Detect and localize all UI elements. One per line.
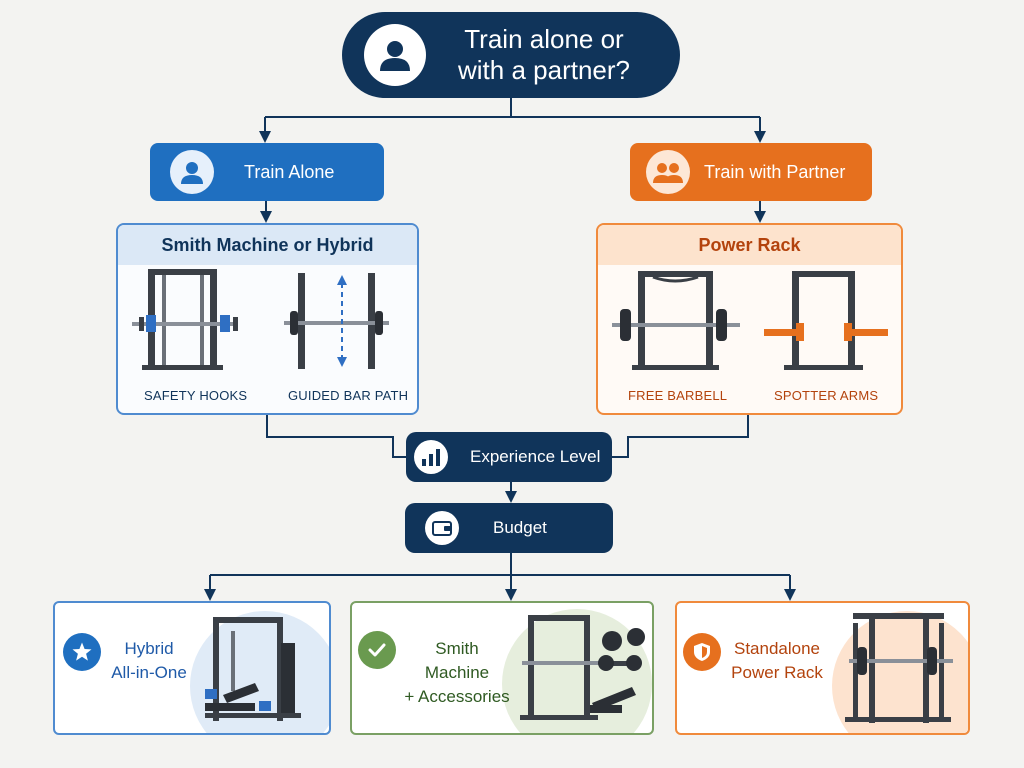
users-icon bbox=[646, 150, 690, 194]
check-icon bbox=[358, 631, 396, 669]
rack-illustrations bbox=[132, 269, 389, 370]
spotter-arms-caption: SPOTTER ARMS bbox=[774, 388, 879, 403]
safety-hooks-caption: SAFETY HOOKS bbox=[144, 388, 248, 403]
spotter-arms-illustration bbox=[764, 271, 888, 370]
card-halo bbox=[502, 609, 652, 733]
smith-machine-illustration bbox=[132, 269, 238, 370]
budget-node: Budget bbox=[405, 503, 613, 553]
rack-illustrations bbox=[612, 271, 888, 370]
train-alone-label: Train Alone bbox=[244, 161, 335, 182]
power-rack-panel-title: Power Rack bbox=[598, 225, 901, 265]
star-icon bbox=[63, 633, 101, 671]
question-line-2: with a partner? bbox=[458, 55, 630, 85]
power-rack-title: Standalone Power Rack bbox=[731, 637, 823, 685]
smith-machine-title-line-2: + Accessories bbox=[404, 687, 510, 706]
smith-accessories-illustration bbox=[520, 615, 645, 720]
experience-level-label: Experience Level bbox=[470, 447, 601, 466]
free-barbell-illustration bbox=[612, 271, 740, 370]
hybrid-title: Hybrid All-in-One bbox=[101, 637, 197, 685]
hybrid-gym-illustration bbox=[205, 617, 301, 721]
question-pill: Train alone or with a partner? bbox=[342, 12, 680, 98]
result-card-hybrid[interactable]: Hybrid All-in-One bbox=[53, 601, 331, 735]
smith-machine-panel: Smith Machine or Hybrid SAFETY HOOKS bbox=[116, 223, 419, 415]
hybrid-title-line-1: Hybrid bbox=[124, 639, 174, 658]
budget-label: Budget bbox=[493, 518, 547, 537]
smith-machine-panel-title: Smith Machine or Hybrid bbox=[118, 225, 417, 265]
train-alone-button[interactable]: Train Alone bbox=[150, 143, 384, 201]
experience-level-node: Experience Level bbox=[406, 432, 612, 482]
result-card-smith-machine[interactable]: Smith Machine + Accessories bbox=[350, 601, 654, 735]
power-rack-panel: Power Rack FREE BARBELL SPOTTER ARMS bbox=[596, 223, 903, 415]
question-line-1: Train alone or bbox=[464, 24, 624, 54]
train-with-partner-label: Train with Partner bbox=[704, 161, 846, 182]
power-rack-title-line-2: Power Rack bbox=[731, 663, 823, 682]
guided-bar-path-caption: GUIDED BAR PATH bbox=[288, 388, 409, 403]
train-with-partner-button[interactable]: Train with Partner bbox=[630, 143, 872, 201]
result-card-power-rack[interactable]: Standalone Power Rack bbox=[675, 601, 970, 735]
smith-machine-title: Smith Machine + Accessories bbox=[402, 637, 512, 709]
question-text: Train alone or with a partner? bbox=[426, 24, 680, 86]
user-icon bbox=[170, 150, 214, 194]
bar-chart-icon bbox=[414, 440, 448, 474]
power-rack-title-line-1: Standalone bbox=[733, 639, 821, 658]
hybrid-title-line-2: All-in-One bbox=[111, 663, 187, 682]
shield-icon bbox=[683, 633, 721, 671]
user-icon bbox=[364, 24, 426, 86]
smith-machine-title-line-1: Smith Machine bbox=[424, 639, 490, 682]
wallet-icon bbox=[425, 511, 459, 545]
free-barbell-caption: FREE BARBELL bbox=[628, 388, 728, 403]
guided-bar-illustration bbox=[284, 273, 389, 369]
power-rack-illustration bbox=[845, 613, 953, 723]
